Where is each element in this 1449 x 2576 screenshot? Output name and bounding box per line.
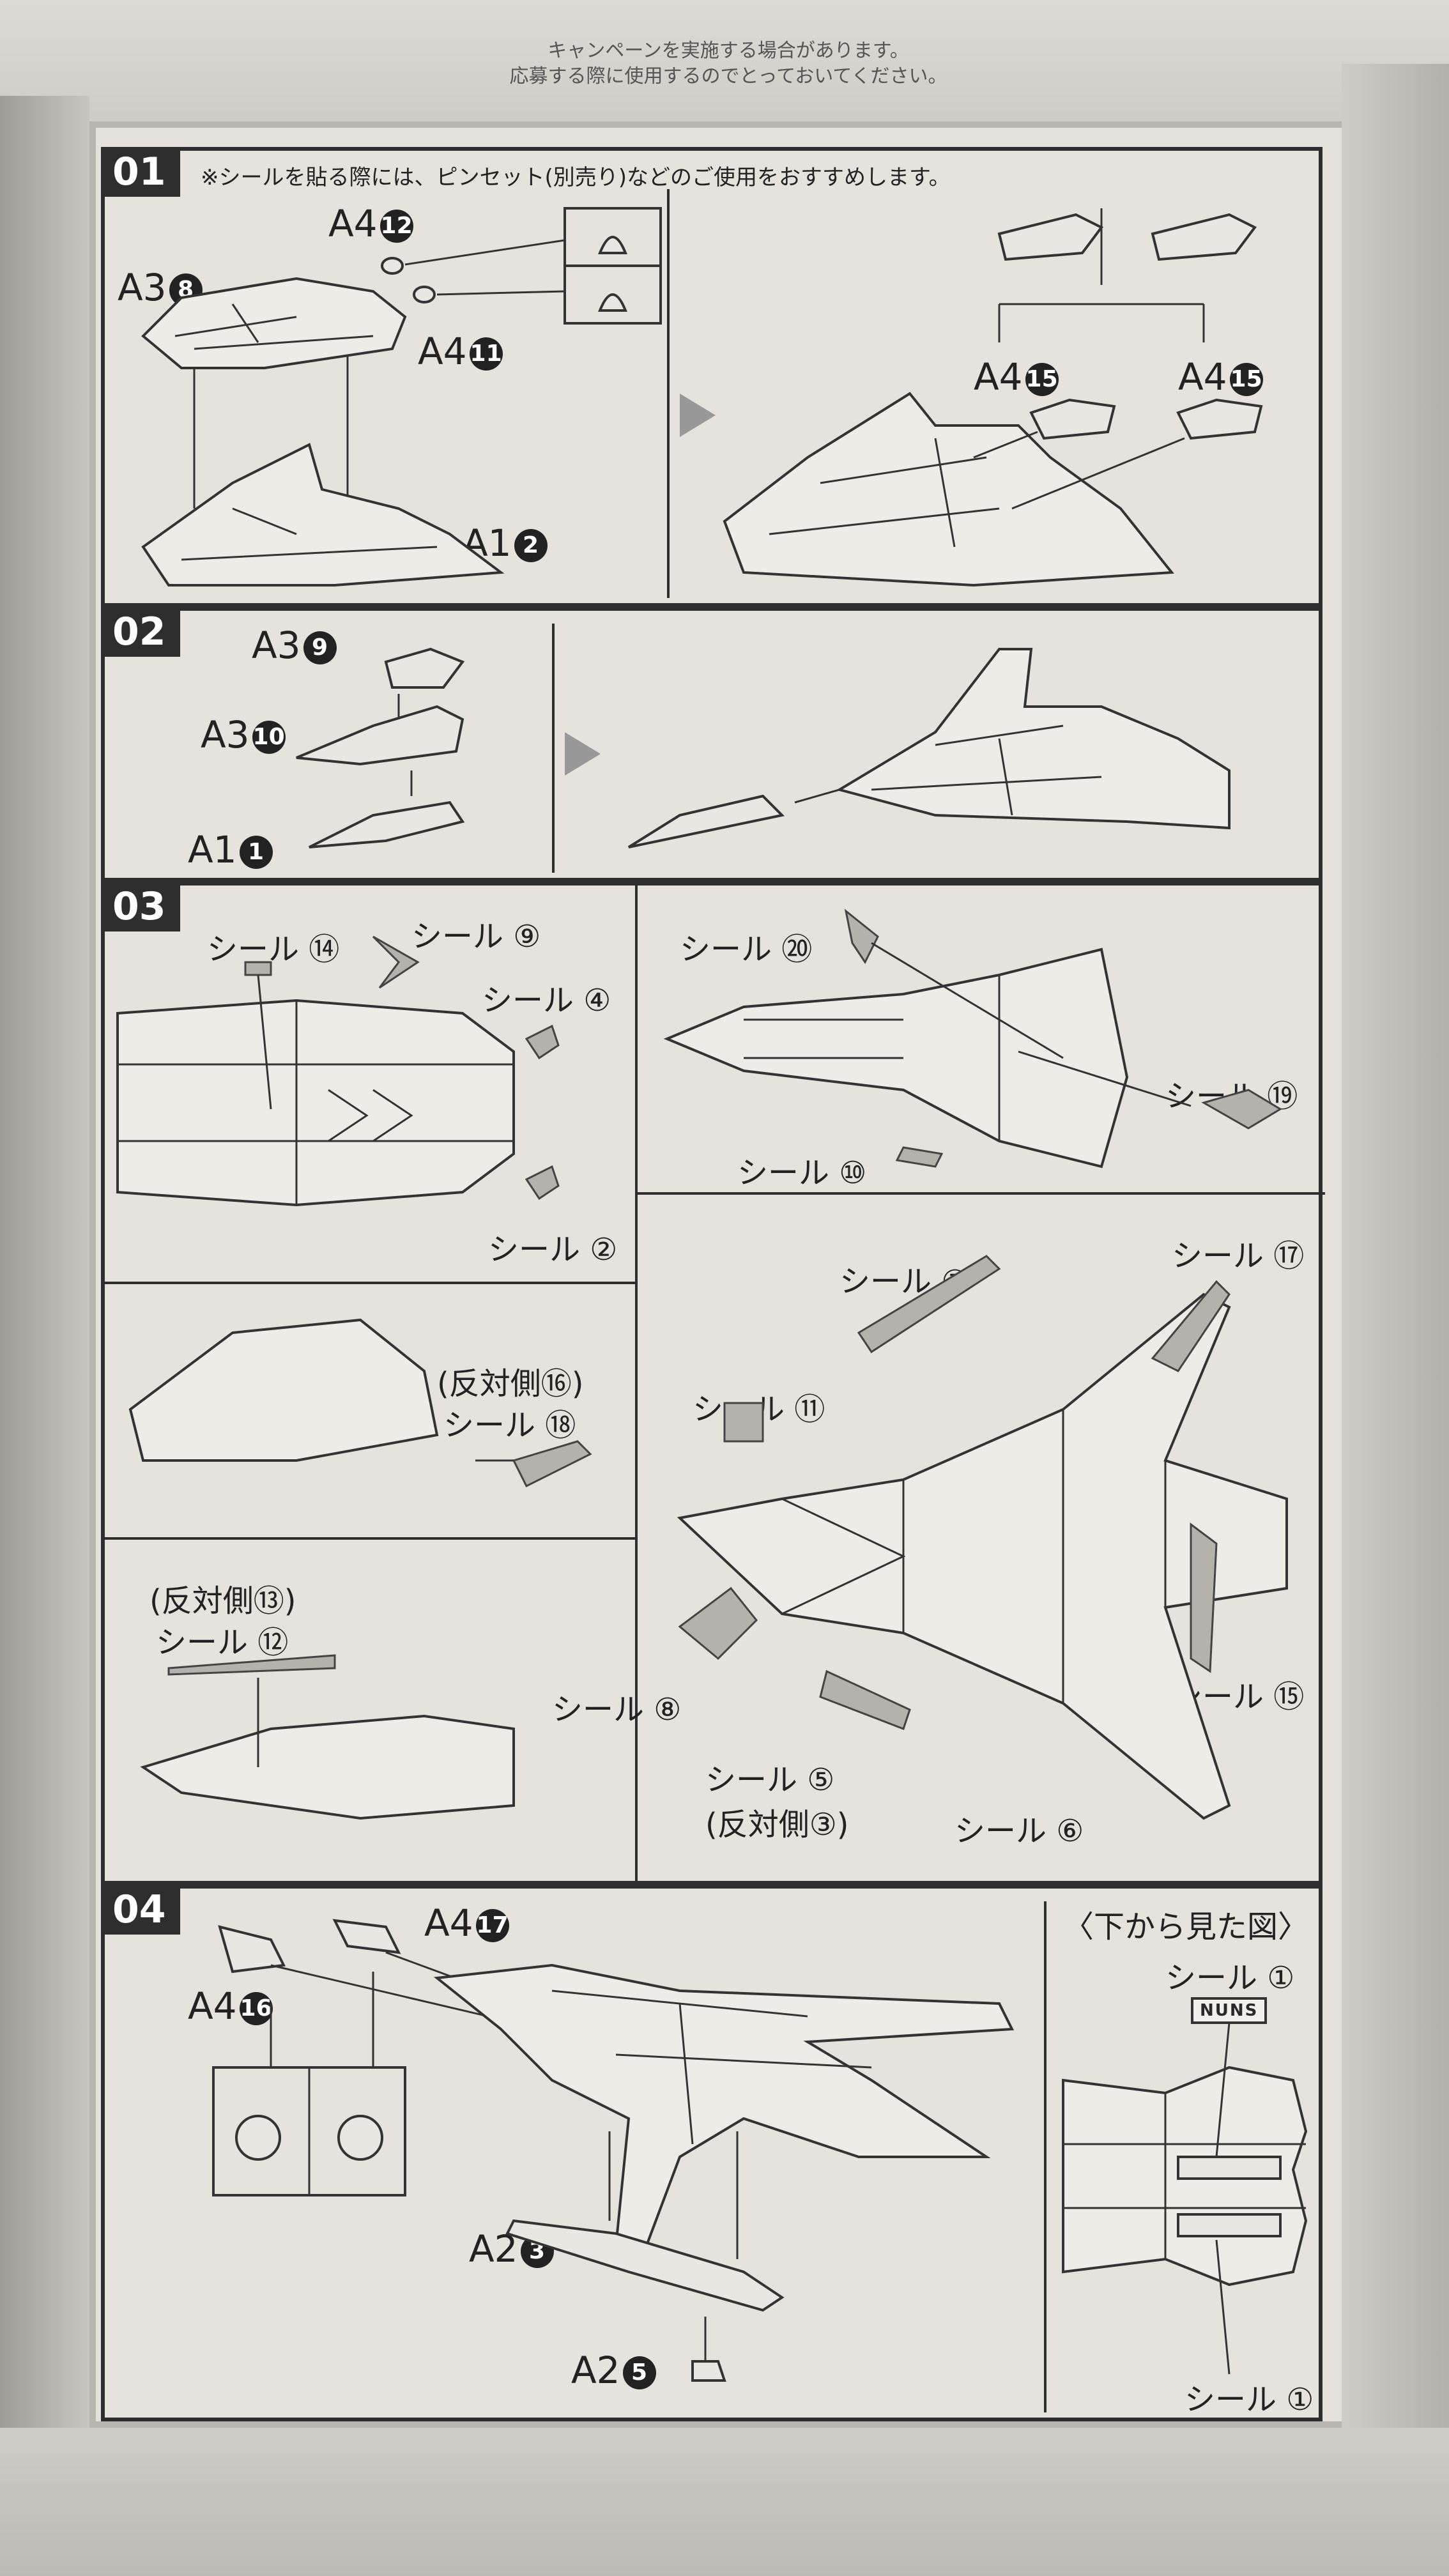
notice-line-2: 応募する際に使用するのでとっておいてください。: [509, 65, 947, 88]
seal-18-label: シール ⑱: [443, 1407, 576, 1443]
step-01-panel: 01 ※シールを貼る際には、ピンセット(別売り)などのご使用をおすすめします。 …: [101, 147, 1322, 607]
opposite-13-label: (反対側⑬): [150, 1583, 296, 1619]
step-number: 03: [101, 882, 180, 931]
step-number: 01: [101, 147, 180, 197]
seal-9-label: シール ⑨: [411, 919, 541, 954]
step-04-drawing: [212, 1919, 1308, 2382]
seal-17-label: シール ⑰: [1172, 1238, 1305, 1274]
seal-6-label: シール ⑥: [954, 1813, 1084, 1849]
notice-line-1: キャンペーンを実施する場合があります。: [548, 40, 909, 62]
seal-5-label: シール ⑤: [705, 1762, 835, 1798]
step-divider-right: [635, 1192, 1325, 1195]
step-divider-vertical: [635, 885, 638, 1889]
step-divider: [1044, 1901, 1046, 2412]
step-number: 02: [101, 607, 180, 657]
seal-1-top-label: シール ①: [1165, 1960, 1295, 1996]
step-divider-left-2: [105, 1537, 635, 1540]
seal-2-label: シール ②: [488, 1232, 618, 1268]
seal-8-label: シール ⑧: [552, 1692, 682, 1728]
step-01-drawing: [141, 207, 1263, 587]
next-arrow: [680, 394, 716, 437]
step-02-drawing: [296, 647, 1230, 848]
step-number: 04: [101, 1885, 180, 1935]
instruction-sheet: 01 ※シールを貼る際には、ピンセット(別売り)などのご使用をおすすめします。 …: [96, 128, 1342, 2421]
seal-10-label: シール ⑩: [737, 1155, 867, 1191]
next-arrow: [565, 732, 601, 776]
box-top-flap: キャンペーンを実施する場合があります。 応募する際に使用するのでとっておいてくだ…: [0, 0, 1449, 121]
box-right-flap: [1342, 64, 1449, 2460]
seal-1-bottom-label: シール ①: [1184, 2382, 1314, 2418]
opposite-16-label: (反対側⑯): [437, 1366, 584, 1402]
opposite-3-label: (反対側③): [705, 1807, 849, 1843]
seal-4-label: シール ④: [482, 983, 611, 1018]
box-bottom-flap: [0, 2428, 1449, 2576]
seal-20-label: シール ⑳: [680, 931, 813, 967]
box-left-flap: [0, 96, 89, 2460]
step-divider-left-1: [105, 1282, 635, 1284]
step-03-panel: 03 シール ⑭ シール ⑨ シール ④ シール ② シール ⑳ シール ⑲ シ…: [101, 882, 1325, 1889]
seal-14-label: シール ⑭: [207, 931, 340, 967]
seal-12-label: シール ⑫: [156, 1625, 289, 1660]
box-notice: キャンペーンを実施する場合があります。 応募する際に使用するのでとっておいてくだ…: [498, 38, 958, 89]
tweezers-note: ※シールを貼る際には、ピンセット(別売り)などのご使用をおすすめします。: [201, 165, 951, 190]
step-divider: [667, 189, 670, 598]
step-03-drawing: [116, 908, 1288, 1820]
bottom-view-caption: 〈下から見た図〉: [1063, 1909, 1309, 1945]
nuns-decal-top: NUNS: [1191, 1997, 1268, 2024]
step-divider: [552, 624, 555, 873]
